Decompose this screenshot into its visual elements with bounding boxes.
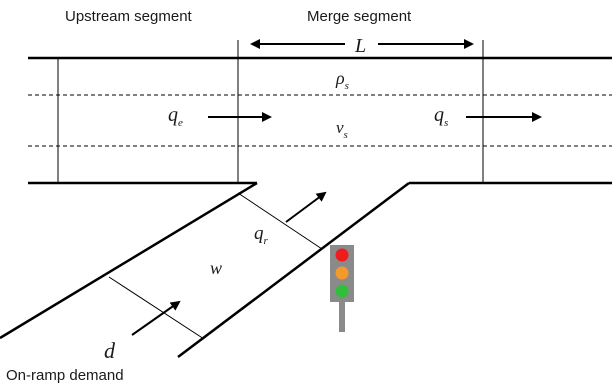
demand-flow-arrow: [131, 300, 181, 336]
ramp-flow-arrow: [285, 191, 327, 223]
segment-flow-symbol: qs: [434, 104, 448, 129]
speed-symbol: vs: [336, 118, 348, 141]
onramp-merge-boundary: [237, 192, 323, 250]
queue-symbol: w: [210, 258, 222, 278]
signal-red-light: [335, 248, 349, 262]
signal-amber-light: [335, 266, 349, 280]
length-symbol: L: [354, 35, 366, 57]
onramp-demand-boundary: [108, 276, 205, 340]
demand-symbol: d: [104, 338, 116, 363]
merge-segment-label: Merge segment: [307, 8, 412, 25]
signal-green-light: [335, 284, 349, 298]
entry-flow-symbol: qe: [168, 104, 183, 129]
density-symbol: ρs: [335, 68, 349, 92]
onramp-demand-label: On-ramp demand: [6, 367, 124, 384]
onramp-left-edge: [0, 181, 258, 340]
upstream-segment-label: Upstream segment: [65, 8, 193, 25]
ramp-flow-symbol: qr: [254, 223, 269, 247]
signal-pole: [339, 300, 345, 332]
ramp-meter-signal: [330, 245, 354, 332]
onramp-right-edge: [177, 182, 410, 358]
